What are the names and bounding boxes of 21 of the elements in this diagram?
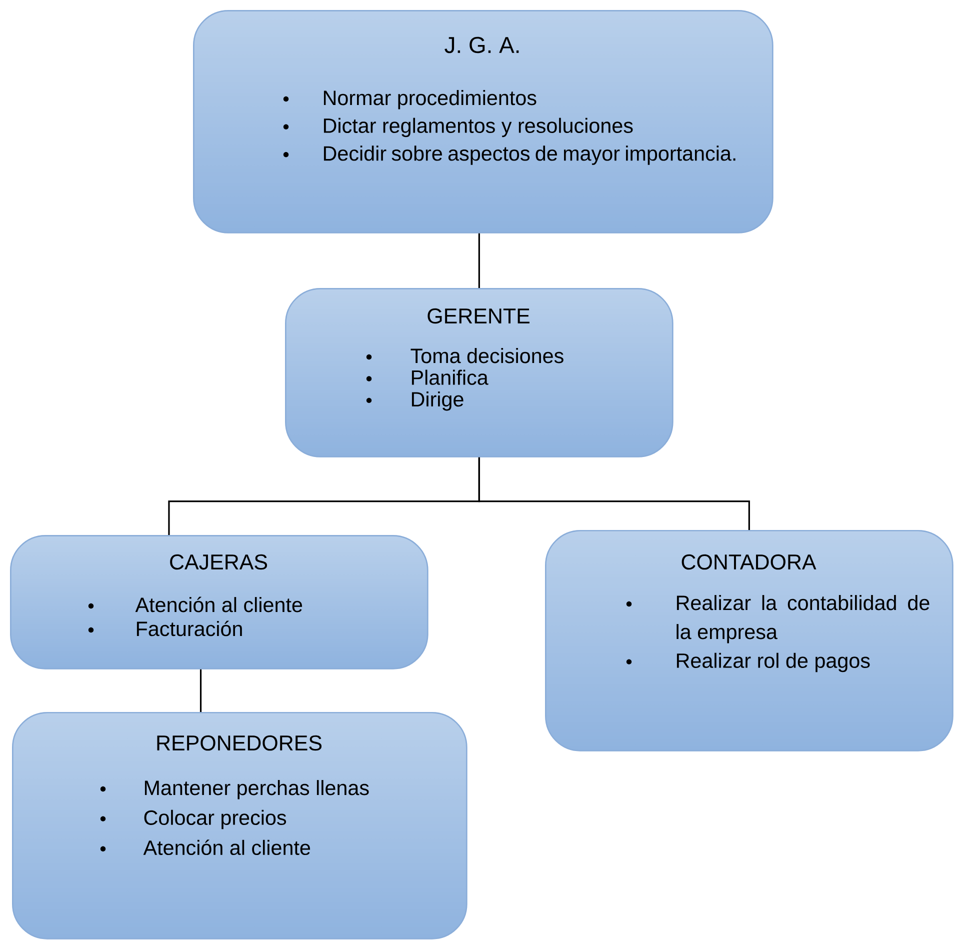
bullet-item: Toma decisiones xyxy=(410,348,564,364)
box-title: CAJERAS xyxy=(170,554,268,570)
box-title: REPONEDORES xyxy=(157,735,322,751)
bullet-item: Atención al cliente xyxy=(143,840,310,856)
connector-line xyxy=(478,233,480,288)
bullet-item: Normar procedimientos xyxy=(324,90,536,110)
box-title: CONTADORA xyxy=(682,554,816,570)
bullet-item: Planifica xyxy=(412,370,488,385)
bullet-item: Realizar rol de pagos xyxy=(676,652,870,672)
bullet-item: Atención al cliente xyxy=(135,596,302,612)
bullet-item: Colocar precios xyxy=(144,810,286,830)
connector-line xyxy=(200,669,202,712)
bullet-item: Dictar reglamentos y resoluciones xyxy=(324,118,633,138)
bullet-item: Mantener perchas llenas xyxy=(144,780,369,800)
bullet-item: Facturación xyxy=(136,620,242,636)
bullet-item: Dirige xyxy=(412,391,464,411)
box-title: J. G. A. xyxy=(444,36,519,54)
bullet-item: Decidir sobre aspectos de mayor importancia. xyxy=(324,146,736,165)
box-title: GERENTE xyxy=(428,308,530,324)
bullet-item: Realizar la contabilidad de la empresa xyxy=(676,595,930,644)
connector-line xyxy=(478,457,750,530)
